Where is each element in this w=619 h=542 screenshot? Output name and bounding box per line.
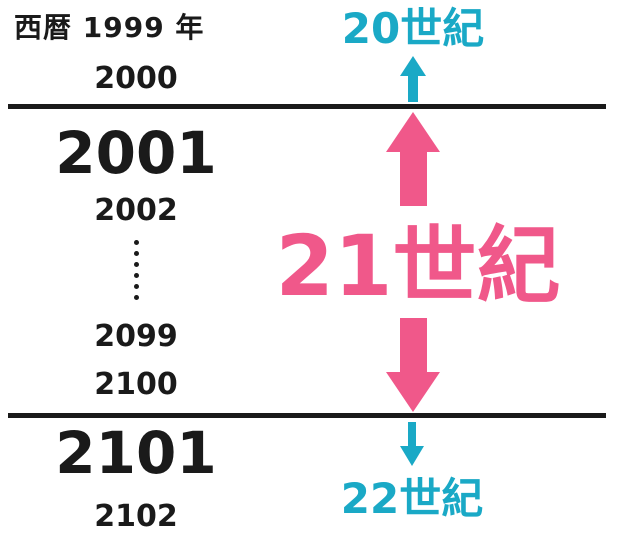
arrow-down-22nd-century (400, 422, 424, 466)
ellipsis-dot (134, 284, 139, 289)
century-21-label: 21世紀 (275, 217, 561, 315)
ellipsis-dot (134, 251, 139, 256)
century-20-label: 20世紀 (341, 4, 485, 53)
year-2102-label: 2102 (94, 499, 178, 534)
header-era-label: 西暦 1999 年 (14, 11, 205, 44)
century-boundary-line-top (8, 104, 606, 109)
year-2000-label: 2000 (94, 61, 178, 96)
arrow-up-20th-century (400, 56, 426, 102)
year-2002-label: 2002 (94, 193, 178, 228)
ellipsis-dot (134, 240, 139, 245)
ellipsis-dot (134, 295, 139, 300)
ellipsis-dot (134, 262, 139, 267)
century-22-label: 22世紀 (340, 474, 484, 523)
century-boundary-line-bottom (8, 413, 606, 418)
ellipsis-dot (134, 273, 139, 278)
year-2001-label: 2001 (55, 119, 217, 187)
arrow-up-21st-century (386, 112, 440, 206)
year-2101-label: 2101 (55, 419, 217, 487)
year-2099-label: 2099 (94, 319, 178, 354)
arrow-down-21st-century (386, 318, 440, 412)
year-2100-label: 2100 (94, 367, 178, 402)
